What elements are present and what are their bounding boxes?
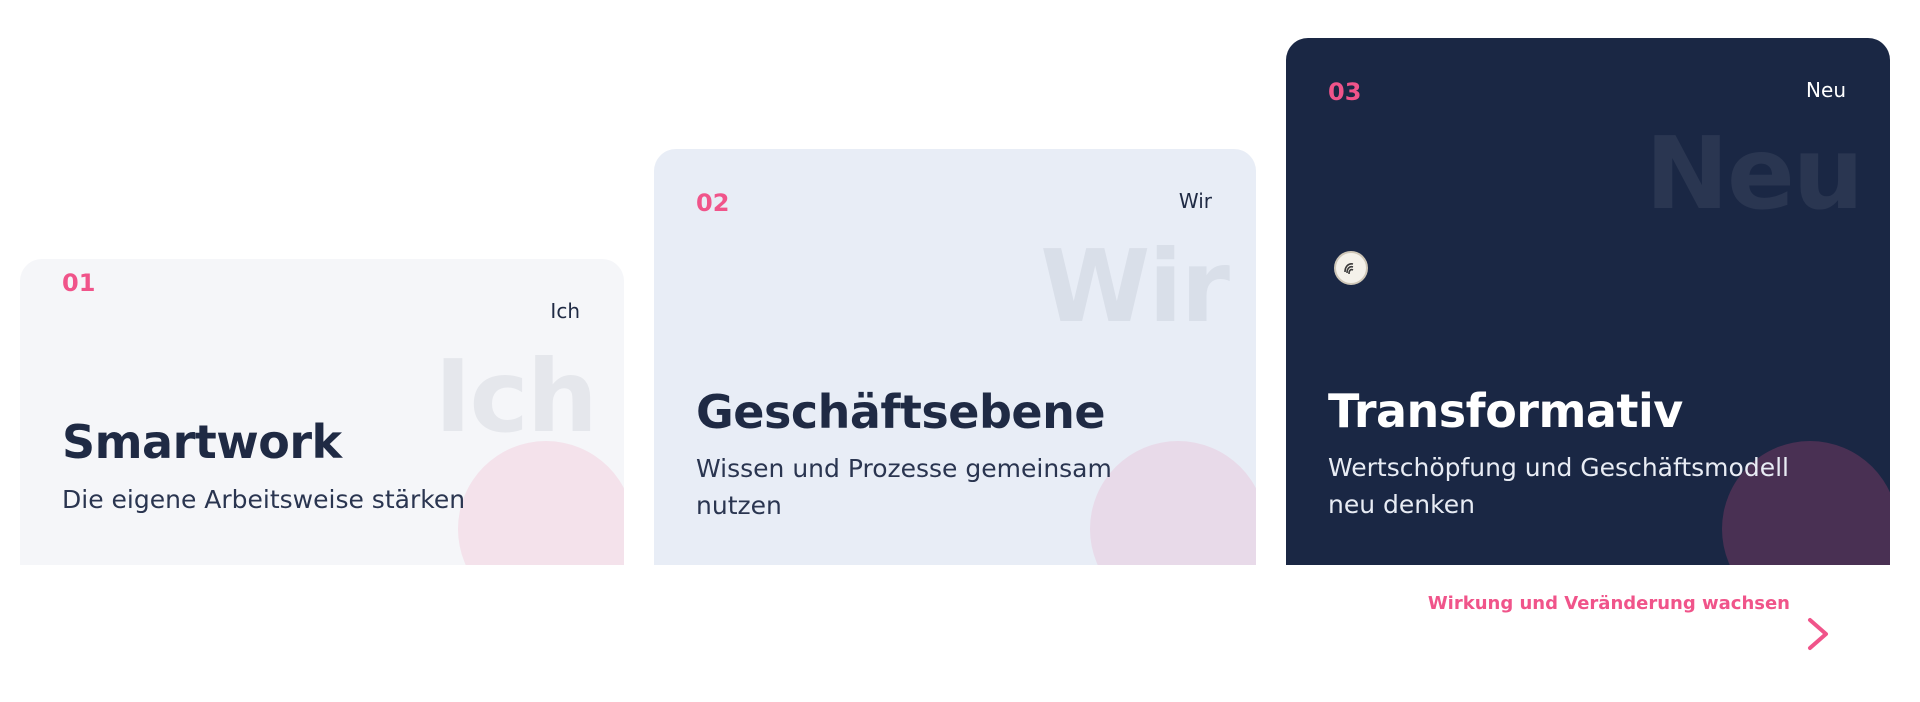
card-number: 02 <box>696 189 730 217</box>
progress-arrow <box>40 616 1836 656</box>
card-watermark: Wir <box>1040 228 1230 345</box>
card-tag: Ich <box>550 299 580 323</box>
card-title: Transformativ <box>1328 384 1683 438</box>
card-watermark: Neu <box>1645 115 1864 232</box>
card-watermark: Ich <box>434 338 598 455</box>
card-geschaeftsebene: Wir 02 Wir Geschäftsebene Wissen und Pro… <box>654 149 1256 565</box>
card-title: Geschäftsebene <box>696 385 1106 439</box>
card-transformativ: Neu 03 Neu Transformativ Wertschöpfung u… <box>1286 38 1890 565</box>
card-description: Die eigene Arbeitsweise stärken <box>62 485 466 514</box>
card-tag: Neu <box>1806 78 1846 102</box>
fingerprint-icon <box>1334 251 1368 285</box>
card-description: Wissen und Prozesse gemeinsam nutzen <box>696 454 1112 520</box>
card-title: Smartwork <box>62 415 342 469</box>
card-number: 01 <box>62 269 96 297</box>
card-smartwork: Ich 01 Ich Smartwork Die eigene Arbeitsw… <box>20 259 624 565</box>
card-tag: Wir <box>1178 189 1212 213</box>
card-description: Wertschöpfung und Geschäftsmodell neu de… <box>1328 453 1789 519</box>
card-number: 03 <box>1328 78 1362 106</box>
arrow-label: Wirkung und Veränderung wachsen <box>1427 593 1790 614</box>
